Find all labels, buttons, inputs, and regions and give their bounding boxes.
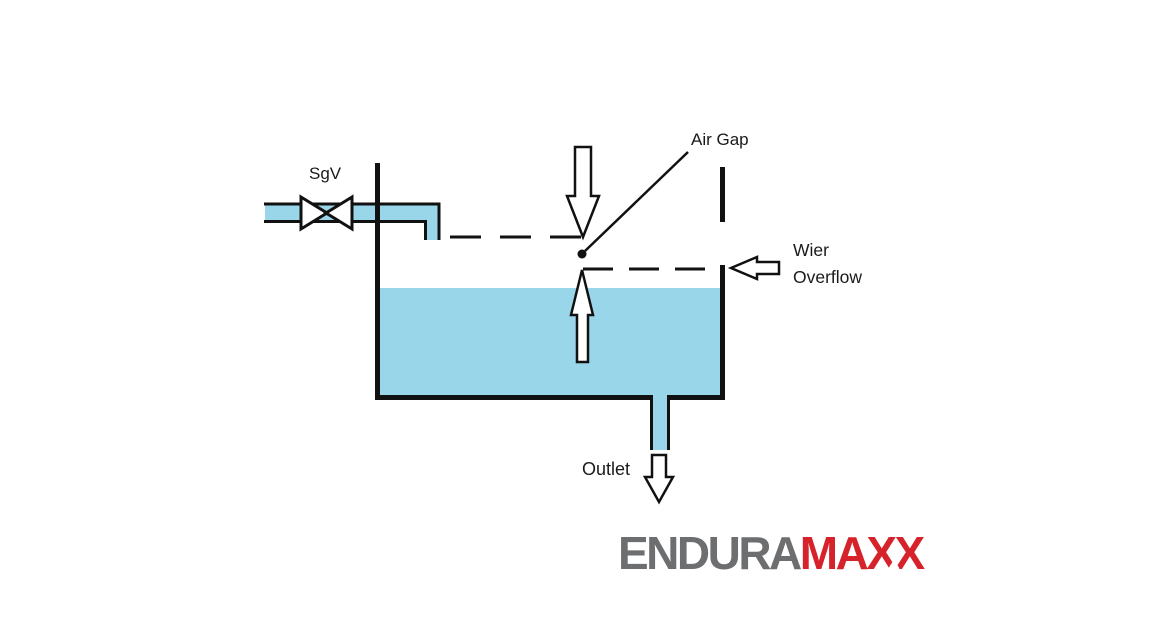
weir-overflow-left-arrow-icon — [727, 255, 781, 281]
outlet-label: Outlet — [582, 459, 631, 479]
valve-icon — [299, 194, 330, 232]
weir-overflow-label: Wier Overflow — [793, 237, 862, 291]
enduramaxx-logo: ENDURAMAXX — [618, 527, 925, 579]
outlet-down-arrow-icon — [642, 453, 676, 505]
airgap-point-dot — [577, 249, 587, 259]
weir-overflow-label-line1: Wier — [793, 240, 829, 260]
inflow-down-arrow-icon — [565, 145, 601, 241]
weir-overflow-label-line2: Overflow — [793, 267, 863, 287]
valve-icon — [323, 194, 354, 232]
air-gap-label: Air Gap — [691, 130, 749, 149]
airgap-pointer-line — [584, 151, 689, 252]
valve-label: SgV — [309, 164, 342, 183]
logo-text-maxx: MAXX — [799, 527, 925, 579]
tank-water — [380, 288, 720, 396]
logo-text-endura: ENDURA — [618, 527, 802, 579]
water-level-up-arrow-icon — [569, 269, 595, 364]
outlet-pipe — [653, 395, 667, 450]
